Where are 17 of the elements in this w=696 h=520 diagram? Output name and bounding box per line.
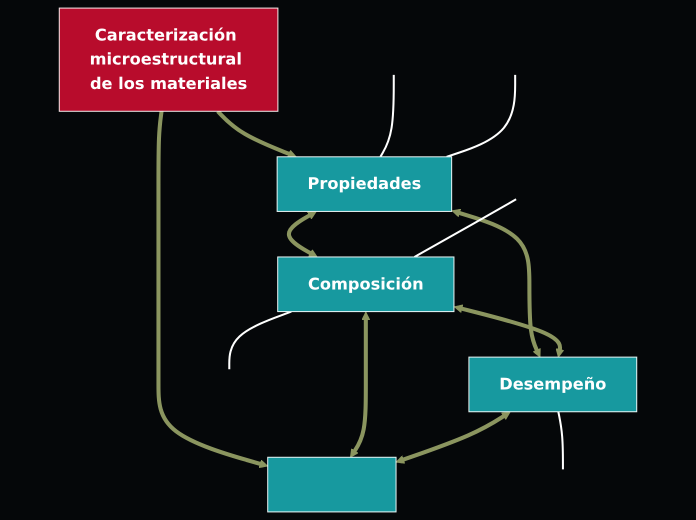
node-box (267, 456, 397, 512)
arrow (286, 211, 318, 258)
connector (446, 74, 516, 158)
arrow (350, 312, 370, 458)
connector (228, 310, 292, 370)
arrow (216, 110, 297, 158)
connector (557, 412, 564, 470)
node-box: Propiedades (276, 156, 452, 212)
arrow (452, 208, 541, 358)
node-box: Composición (277, 256, 454, 312)
connector (414, 198, 517, 258)
arrow (396, 412, 511, 464)
node-box: Desempeño (468, 356, 638, 412)
node-box: Caracterización microestructural de los materiales (58, 8, 278, 112)
arrow (156, 111, 268, 468)
arrow (454, 304, 564, 358)
connector (380, 74, 395, 158)
